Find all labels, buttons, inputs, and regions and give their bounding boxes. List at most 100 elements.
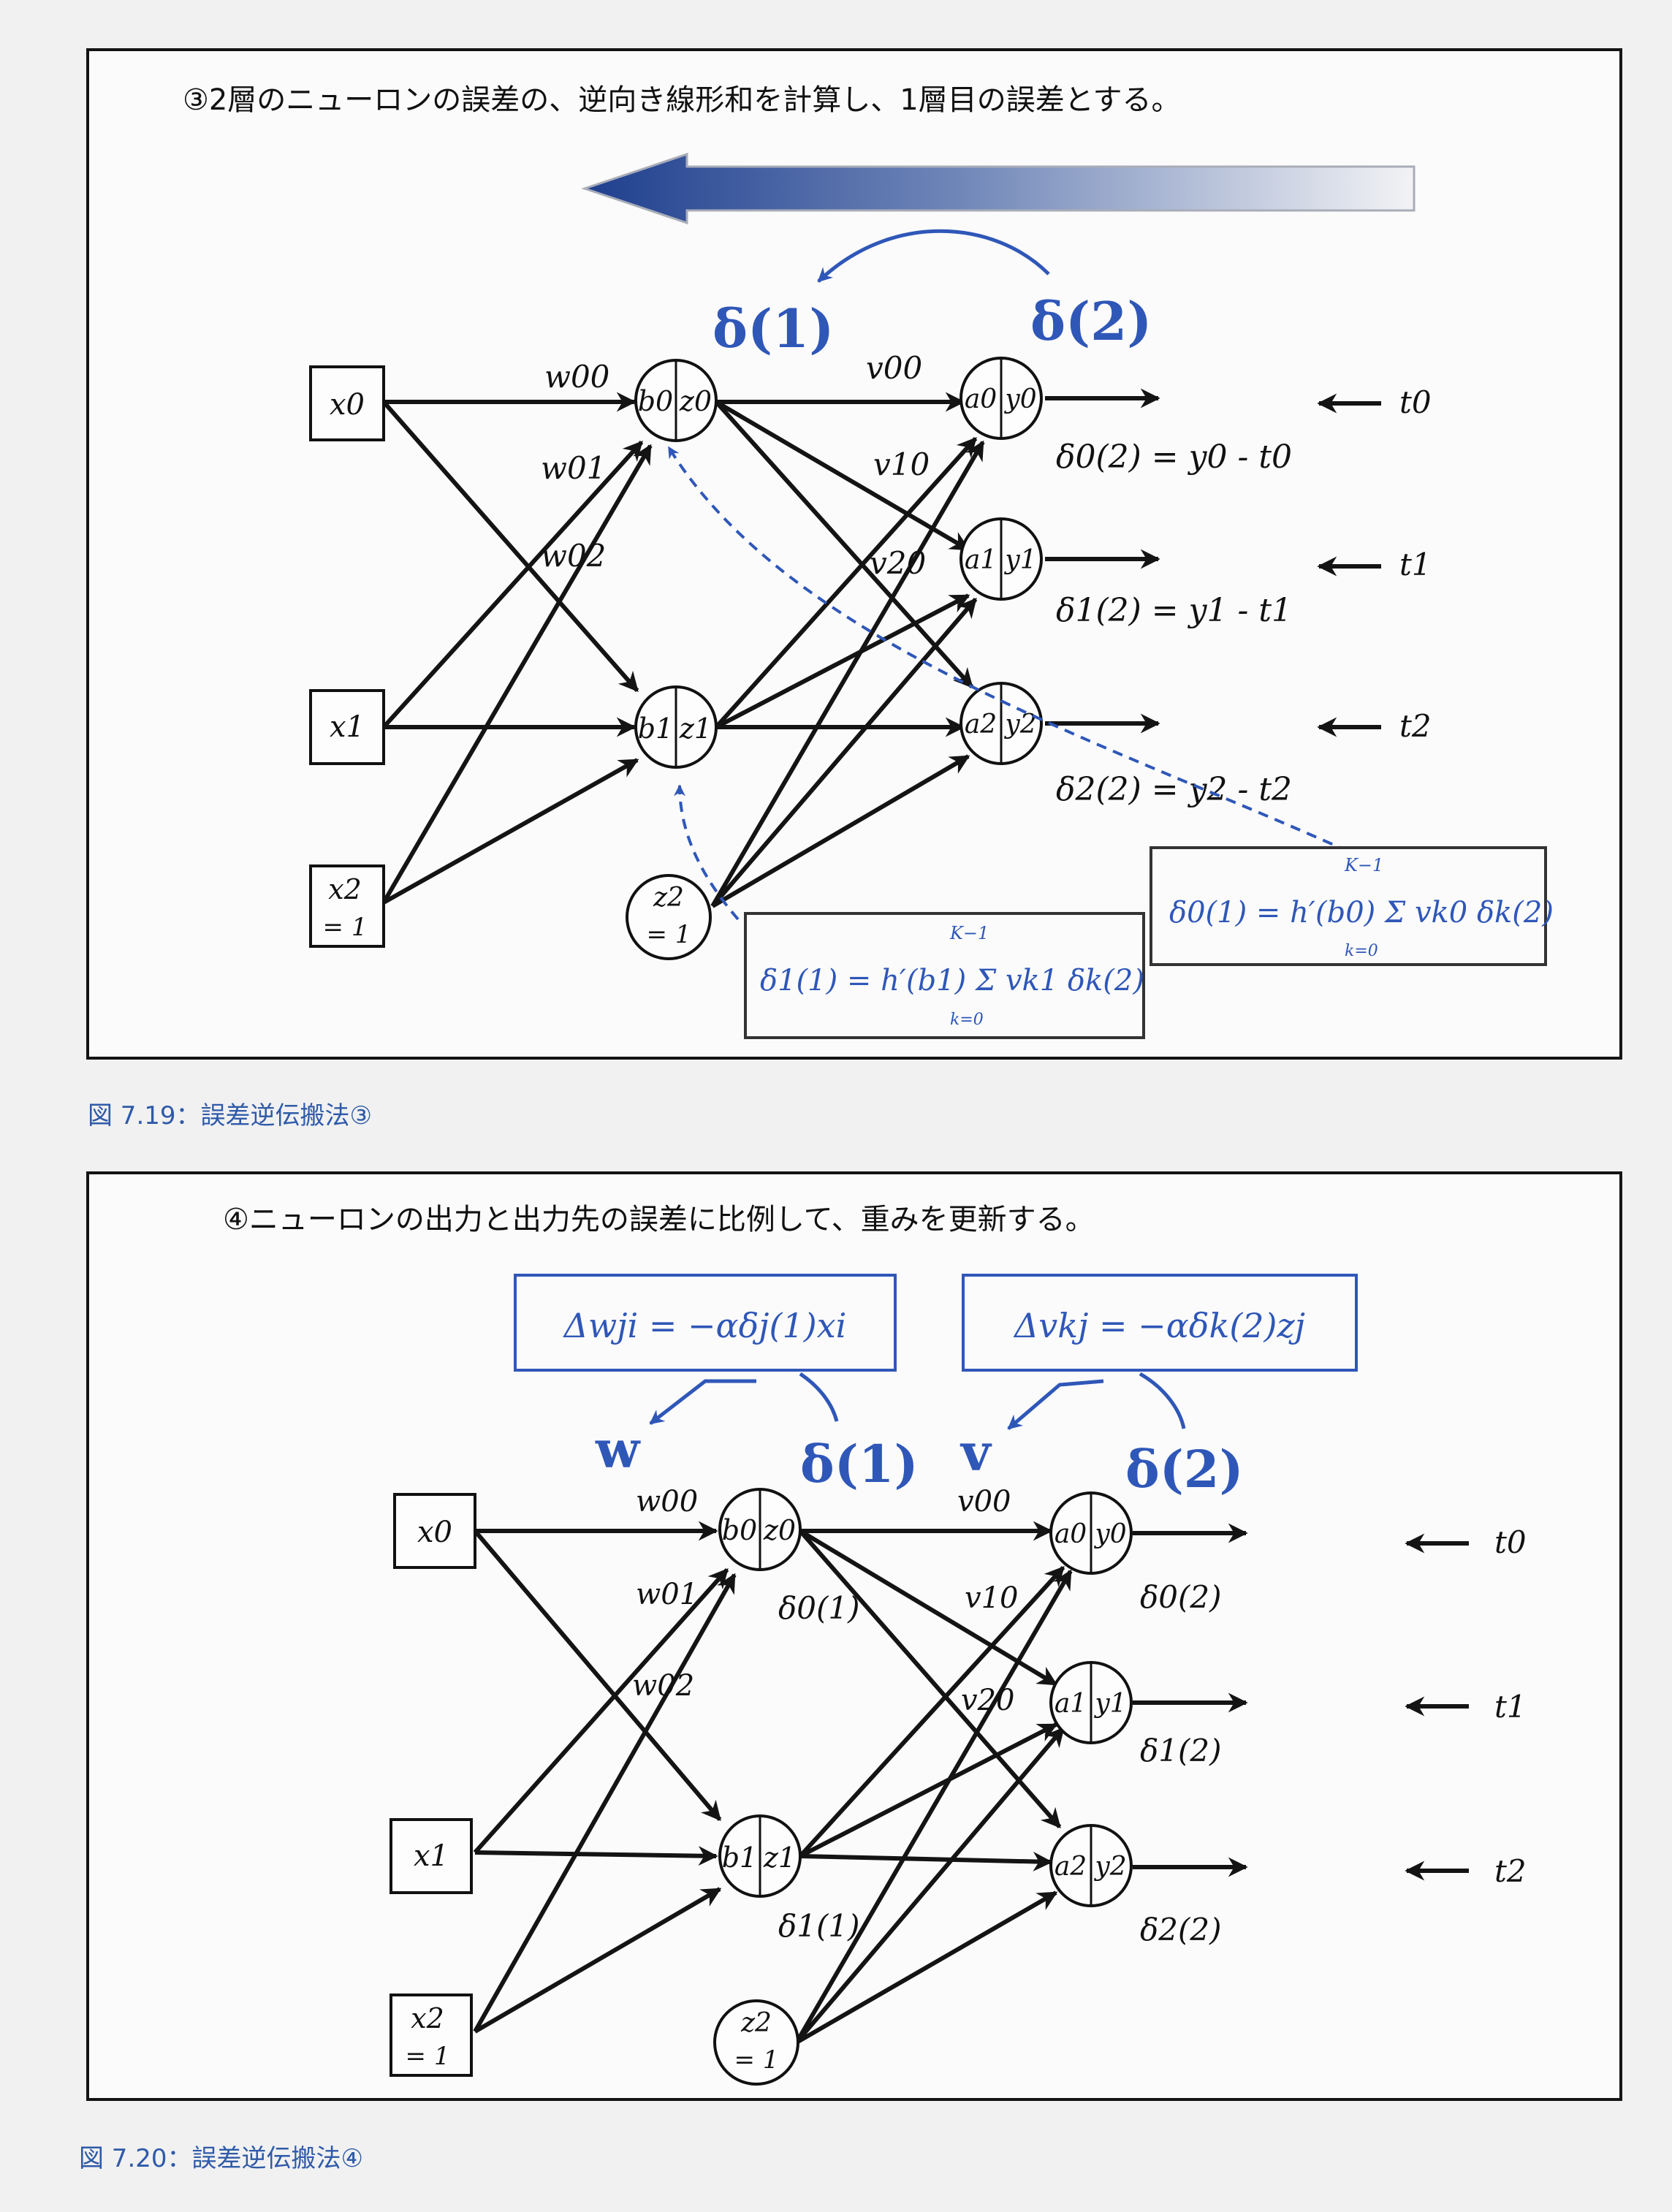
figure-caption: 図 7.20：誤差逆伝搬法④ xyxy=(79,2144,363,2173)
target-t0: t0 xyxy=(1494,1524,1527,1560)
svg-text:a0: a0 xyxy=(1054,1519,1087,1549)
figure-7-19: ③2層のニューロンの誤差の、逆向き線形和を計算し、1層目の誤差とする。 δ(1)… xyxy=(86,48,1622,1130)
svg-text:y0: y0 xyxy=(1093,1519,1126,1549)
svg-text:= 1: = 1 xyxy=(323,913,368,942)
v-label: v xyxy=(960,1422,992,1483)
svg-text:x2: x2 xyxy=(411,2002,444,2034)
output-neuron-1: a1 y1 xyxy=(960,517,1043,601)
weight-w00: w00 xyxy=(544,359,609,395)
svg-text:K−1: K−1 xyxy=(949,923,989,943)
weight-w01: w01 xyxy=(636,1578,698,1611)
hidden-delta-1: δ1(1) xyxy=(778,1908,860,1944)
svg-text:b0: b0 xyxy=(722,1514,758,1546)
delta1-label: δ(1) xyxy=(712,297,834,360)
svg-text:x0: x0 xyxy=(417,1516,452,1549)
svg-text:a0: a0 xyxy=(965,384,997,414)
output-delta-1: δ1(2) xyxy=(1140,1733,1222,1768)
svg-text:b1: b1 xyxy=(638,712,674,745)
input-x1: x1 xyxy=(309,689,385,765)
input-x0: x0 xyxy=(393,1493,476,1569)
output-delta-2: δ2(2) xyxy=(1140,1912,1222,1947)
svg-text:z1: z1 xyxy=(679,712,712,745)
hidden-bias-z2: z2 = 1 xyxy=(626,874,712,960)
svg-text:K−1: K−1 xyxy=(1344,855,1383,875)
figure-7-20: ④ニューロンの出力と出力先の誤差に比例して、重みを更新する。 Δwji = −α… xyxy=(79,1171,1622,2173)
target-t2: t2 xyxy=(1399,708,1432,744)
target-t0: t0 xyxy=(1399,384,1432,420)
svg-text:b0: b0 xyxy=(638,385,674,417)
output-error-1: δ1(2) = y1 - t1 xyxy=(1056,592,1292,629)
svg-text:z2: z2 xyxy=(740,2008,772,2038)
weight-v00: v00 xyxy=(957,1485,1011,1519)
delta2-label: δ(2) xyxy=(1125,1439,1244,1500)
v-update-arrow xyxy=(1007,1379,1104,1430)
output-neuron-1: a1 y1 xyxy=(1049,1661,1133,1744)
weight-v10: v10 xyxy=(873,446,930,482)
output-delta-0: δ0(2) xyxy=(1140,1579,1222,1615)
update-box-v: Δvkj = −αδk(2)zj xyxy=(962,1274,1358,1372)
svg-text:b1: b1 xyxy=(722,1842,758,1874)
output-neuron-2: a2 y2 xyxy=(1049,1824,1133,1907)
hidden-output-connections xyxy=(710,392,985,908)
svg-text:Δvkj = −αδk(2)zj: Δvkj = −αδk(2)zj xyxy=(1013,1306,1305,1345)
svg-text:a1: a1 xyxy=(1054,1689,1087,1719)
weight-v00: v00 xyxy=(866,350,922,386)
v-link-curve xyxy=(1139,1372,1186,1429)
input-x0: x0 xyxy=(309,365,385,441)
input-hidden-connections xyxy=(473,1521,737,2034)
hidden-neuron-0: b0 z0 xyxy=(718,1488,802,1571)
svg-text:x1: x1 xyxy=(414,1839,449,1873)
svg-text:y1: y1 xyxy=(1093,1689,1126,1719)
input-x1: x1 xyxy=(390,1818,473,1894)
svg-text:z2: z2 xyxy=(653,883,684,913)
svg-text:= 1: = 1 xyxy=(647,920,691,949)
weight-w02: w02 xyxy=(632,1669,694,1703)
w-update-arrow xyxy=(649,1379,756,1425)
dashed-backprop-1 xyxy=(674,784,740,921)
dashed-backprop-0 xyxy=(667,446,1349,853)
weight-w01: w01 xyxy=(541,450,606,486)
hidden-neuron-0: b0 z0 xyxy=(634,359,718,442)
weight-v20: v20 xyxy=(961,1684,1015,1717)
svg-text:a1: a1 xyxy=(965,545,997,575)
backward-flow-arrow xyxy=(581,152,1416,225)
weight-w02: w02 xyxy=(541,538,606,574)
output-neuron-0: a0 y0 xyxy=(1049,1491,1133,1575)
input-hidden-connections xyxy=(381,392,653,905)
delta-propagation-curve xyxy=(817,229,1050,283)
w-link-curve xyxy=(799,1372,839,1422)
target-t1: t1 xyxy=(1494,1689,1527,1725)
output-arrows xyxy=(1045,388,1381,737)
output-error-2: δ2(2) = y2 - t2 xyxy=(1056,771,1292,808)
weight-v20: v20 xyxy=(870,545,926,581)
svg-text:y0: y0 xyxy=(1003,384,1036,414)
formula-box-delta0: δ0(1) = h′(b0) Σ vk0 δk(2) K−1 k=0 xyxy=(1150,846,1554,966)
w-label: w xyxy=(595,1419,641,1480)
figure-title: ③2層のニューロンの誤差の、逆向き線形和を計算し、1層目の誤差とする。 xyxy=(183,83,1181,117)
figure-caption: 図 7.19：誤差逆伝搬法③ xyxy=(88,1101,372,1130)
weight-w00: w00 xyxy=(636,1485,698,1519)
svg-text:x0: x0 xyxy=(330,388,365,422)
svg-text:= 1: = 1 xyxy=(406,2042,450,2071)
hidden-output-connections xyxy=(794,1521,1073,2045)
svg-text:y2: y2 xyxy=(1093,1852,1126,1882)
output-neuron-0: a0 y0 xyxy=(960,357,1043,440)
output-arrows xyxy=(1133,1523,1469,1881)
target-t2: t2 xyxy=(1494,1853,1527,1889)
input-x2-bias: x2 = 1 xyxy=(390,1994,473,2077)
svg-text:δ1(1) = h′(b1) Σ vk1 δk(2): δ1(1) = h′(b1) Σ vk1 δk(2) xyxy=(760,964,1144,997)
svg-text:k=0: k=0 xyxy=(950,1011,984,1029)
delta2-label: δ(2) xyxy=(1030,290,1152,352)
svg-text:z0: z0 xyxy=(679,385,712,417)
svg-text:z1: z1 xyxy=(763,1842,796,1874)
input-x2-bias: x2 = 1 xyxy=(309,864,385,948)
formula-box-delta1: δ1(1) = h′(b1) Σ vk1 δk(2) K−1 k=0 xyxy=(744,912,1145,1039)
svg-text:a2: a2 xyxy=(965,710,997,740)
delta1-label: δ(1) xyxy=(800,1434,919,1494)
weight-v10: v10 xyxy=(965,1581,1019,1615)
svg-text:= 1: = 1 xyxy=(734,2045,779,2075)
svg-text:δ0(1) = h′(b0) Σ vk0 δk(2): δ0(1) = h′(b0) Σ vk0 δk(2) xyxy=(1169,896,1554,930)
target-t1: t1 xyxy=(1399,547,1432,582)
svg-text:z0: z0 xyxy=(763,1514,796,1546)
